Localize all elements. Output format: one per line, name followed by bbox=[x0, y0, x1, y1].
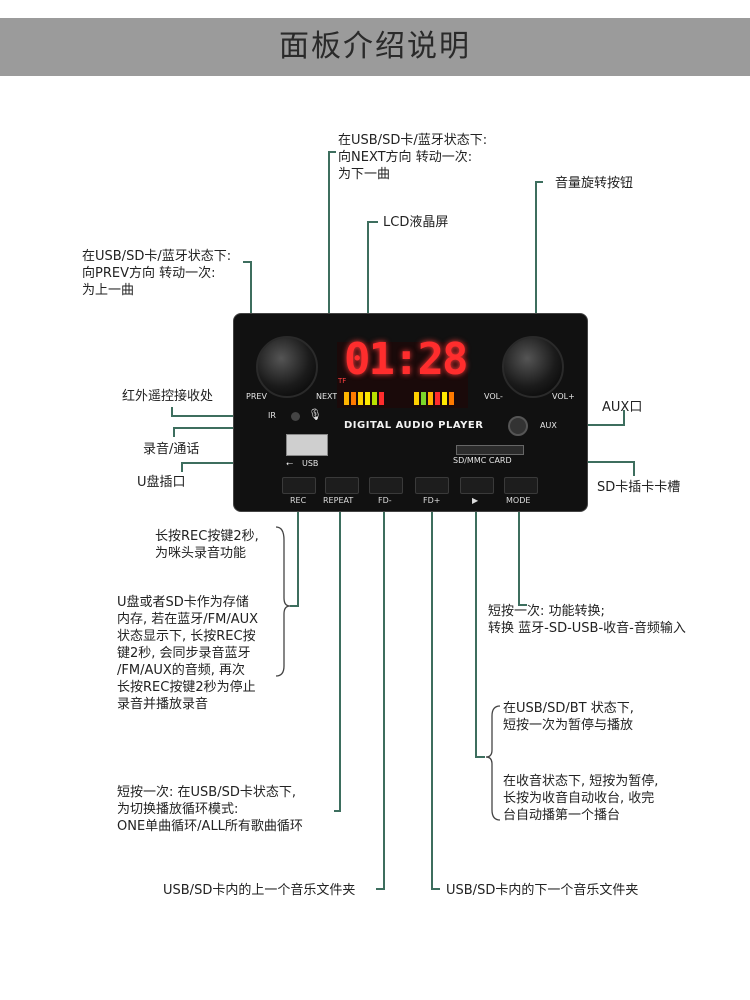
play-leader bbox=[475, 490, 485, 758]
rec2-note-line5: /FM/AUX的音频, 再次 bbox=[117, 663, 246, 678]
sd-note: SD卡插卡卡槽 bbox=[597, 480, 681, 495]
play-bracket bbox=[485, 705, 501, 821]
vol-minus-label: VOL- bbox=[484, 392, 503, 401]
rec2-note-line1: U盘或者SD卡作为存储 bbox=[117, 595, 249, 610]
aux-label: AUX bbox=[540, 421, 557, 430]
volume-note: 音量旋转按钮 bbox=[555, 176, 634, 191]
prev-note-line1: 在USB/SD卡/蓝牙状态下: bbox=[82, 249, 232, 264]
fdplus-leader bbox=[431, 490, 440, 890]
rec-note-line1: 长按REC按键2秒, bbox=[155, 529, 259, 544]
play2-note-line2: 长按为收音自动收台, 收完 bbox=[503, 791, 655, 806]
next-note-line2: 向NEXT方向 转动一次: bbox=[338, 150, 473, 165]
mode-note-line2: 转换 蓝牙-SD-USB-收音-音频输入 bbox=[488, 621, 686, 636]
prev-label: PREV bbox=[246, 392, 267, 401]
aux-jack[interactable] bbox=[508, 416, 528, 436]
usb-label: USB bbox=[302, 459, 319, 468]
next-note-line1: 在USB/SD卡/蓝牙状态下: bbox=[338, 133, 488, 148]
ir-receiver bbox=[291, 412, 300, 421]
rec-button[interactable] bbox=[282, 477, 316, 494]
play-button-label: ▶ bbox=[472, 496, 479, 505]
rec2-note-line3: 状态显示下, 长按REC按 bbox=[117, 629, 256, 644]
play-note-line2: 短按一次为暂停与播放 bbox=[503, 718, 634, 733]
play-note-line1: 在USB/SD/BT 状态下, bbox=[503, 701, 634, 716]
repeat-note-line2: 为切换播放循环模式: bbox=[117, 802, 239, 817]
mode-note-line1: 短按一次: 功能转换; bbox=[488, 604, 605, 619]
device-panel: PREV NEXT VOL- VOL+ TF 01:28 DIGITAL AUD… bbox=[233, 313, 588, 512]
fdminus-leader bbox=[376, 490, 385, 890]
brand-label: DIGITAL AUDIO PLAYER bbox=[344, 420, 484, 431]
repeat-button[interactable] bbox=[325, 477, 359, 494]
rec2-note-line2: 内存, 若在蓝牙/FM/AUX bbox=[117, 612, 259, 627]
rec2-note-line6: 长按REC按键2秒为停止 bbox=[117, 680, 256, 695]
mode-button[interactable] bbox=[504, 477, 538, 494]
fd-minus-button-label: FD- bbox=[378, 496, 392, 505]
fdplus-note: USB/SD卡内的下一个音乐文件夹 bbox=[446, 883, 639, 898]
rec-button-label: REC bbox=[290, 496, 307, 505]
sd-label: SD/MMC CARD bbox=[453, 456, 512, 465]
play2-note-line1: 在收音状态下, 短按为暂停, bbox=[503, 774, 659, 789]
next-label: NEXT bbox=[316, 392, 338, 401]
usb-port[interactable] bbox=[286, 434, 328, 456]
fdminus-note: USB/SD卡内的上一个音乐文件夹 bbox=[163, 883, 356, 898]
repeat-button-label: REPEAT bbox=[323, 496, 354, 505]
next-note-line3: 为下一曲 bbox=[338, 167, 391, 182]
page-title: 面板介绍说明 bbox=[0, 18, 750, 76]
usb-note: U盘插口 bbox=[137, 475, 186, 490]
fd-minus-button[interactable] bbox=[369, 477, 403, 494]
prev-next-knob[interactable] bbox=[256, 336, 318, 398]
lcd-time: 01:28 bbox=[344, 334, 468, 385]
tf-indicator: TF bbox=[338, 377, 347, 385]
vol-plus-label: VOL+ bbox=[552, 392, 575, 401]
prev-note-line2: 向PREV方向 转动一次: bbox=[82, 266, 216, 281]
mic-icon: 🎙 bbox=[308, 408, 322, 421]
lcd-leader bbox=[367, 221, 378, 358]
ir-label: IR bbox=[268, 411, 276, 420]
mode-button-label: MODE bbox=[506, 496, 531, 505]
lcd-note: LCD液晶屏 bbox=[383, 215, 449, 230]
fd-plus-button-label: FD+ bbox=[423, 496, 441, 505]
mode-leader bbox=[518, 490, 527, 606]
play-button[interactable] bbox=[460, 477, 494, 494]
rec-bracket bbox=[275, 526, 291, 677]
prev-note-line3: 为上一曲 bbox=[82, 283, 135, 298]
rec2-note-line7: 录音并播放录音 bbox=[117, 697, 209, 712]
usb-symbol-icon: ⭠ bbox=[286, 459, 294, 469]
fd-plus-button[interactable] bbox=[415, 477, 449, 494]
sd-slot[interactable] bbox=[456, 445, 524, 455]
volume-knob[interactable] bbox=[502, 336, 564, 398]
rec-note-line2: 为咪头录音功能 bbox=[155, 546, 247, 561]
mic-note: 录音/通话 bbox=[143, 442, 200, 457]
rec-leader bbox=[290, 490, 299, 607]
repeat-leader bbox=[334, 490, 341, 812]
play2-note-line3: 台自动播第一个播台 bbox=[503, 808, 621, 823]
ir-note: 红外遥控接收处 bbox=[122, 389, 214, 404]
rec2-note-line4: 键2秒, 会同步录音蓝牙 bbox=[117, 646, 251, 661]
aux-note: AUX口 bbox=[602, 400, 643, 415]
repeat-note-line3: ONE单曲循环/ALL所有歌曲循环 bbox=[117, 819, 303, 834]
repeat-note-line1: 短按一次: 在USB/SD卡状态下, bbox=[117, 785, 296, 800]
volume-leader bbox=[535, 181, 543, 373]
